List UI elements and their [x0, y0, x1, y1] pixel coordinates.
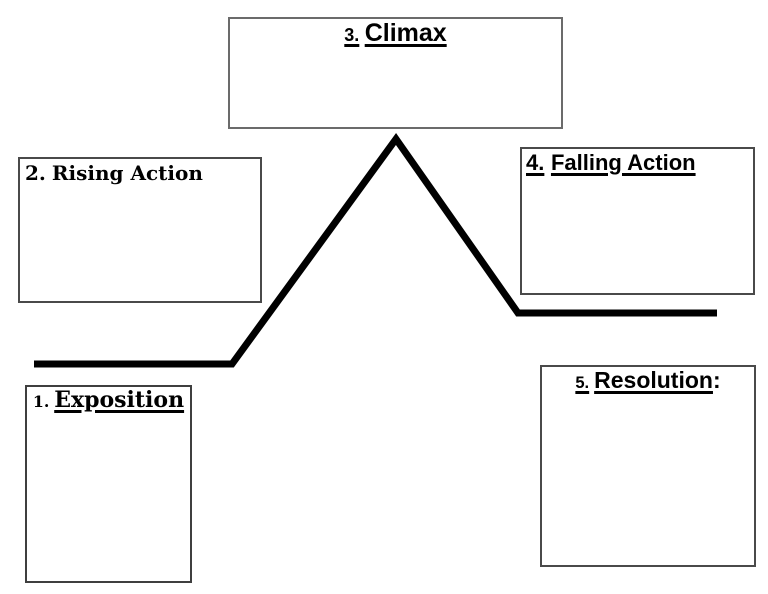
- climax-box[interactable]: 3.Climax: [228, 17, 563, 129]
- rising-action-title: Rising Action: [51, 161, 203, 185]
- exposition-box[interactable]: 1.Exposition: [25, 385, 192, 583]
- rising-action-label: 2.Rising Action: [25, 161, 260, 185]
- rising-action-box[interactable]: 2.Rising Action: [18, 157, 262, 303]
- falling-action-box[interactable]: 4.Falling Action: [520, 147, 755, 295]
- climax-number: 3.: [344, 25, 360, 45]
- falling-action-label: 4.Falling Action: [526, 150, 753, 176]
- falling-action-title: Falling Action: [550, 150, 696, 175]
- resolution-colon: :: [712, 367, 721, 393]
- resolution-label: 5.Resolution:: [542, 367, 754, 394]
- resolution-title: Resolution: [594, 367, 713, 393]
- resolution-box[interactable]: 5.Resolution:: [540, 365, 756, 567]
- rising-action-number: 2.: [25, 161, 46, 185]
- climax-label: 3.Climax: [230, 19, 561, 48]
- exposition-number: 1.: [32, 392, 50, 411]
- climax-title: Climax: [364, 19, 447, 47]
- falling-action-number: 4.: [526, 150, 545, 175]
- resolution-number: 5.: [575, 373, 590, 392]
- exposition-label: 1.Exposition: [27, 387, 190, 413]
- exposition-title: Exposition: [54, 387, 185, 413]
